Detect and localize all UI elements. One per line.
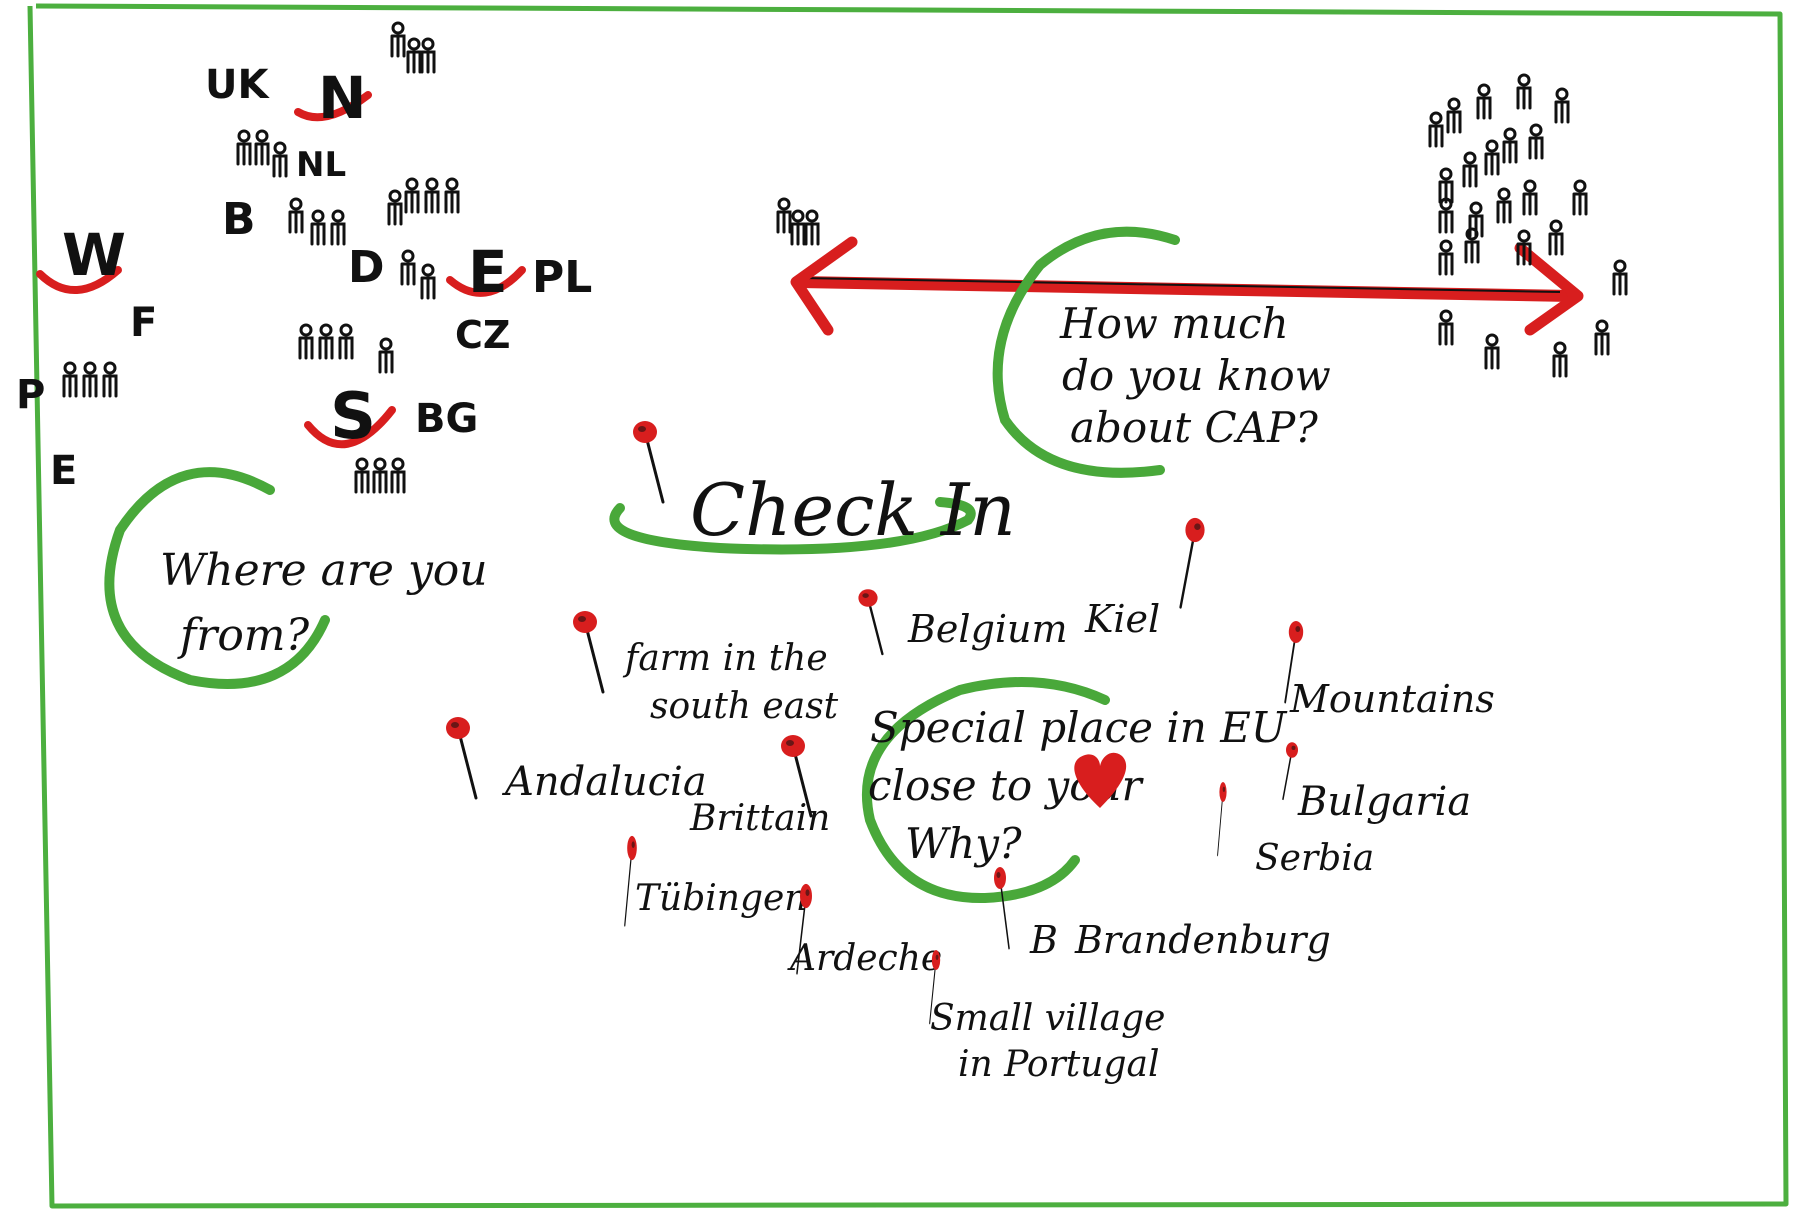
country-nl: NL bbox=[296, 145, 346, 185]
region-mark-north bbox=[294, 91, 372, 122]
origin-map: N W E S UK NL B D F P E PL CZ BG Where a… bbox=[16, 21, 592, 689]
cap-question-line-2: do you know bbox=[1062, 351, 1331, 400]
pin-marker bbox=[992, 865, 1011, 950]
pin-label: Bulgaria bbox=[1297, 779, 1471, 825]
pin-marker bbox=[571, 609, 605, 694]
title-pin bbox=[631, 419, 665, 504]
special-place-question-line-3: Why? bbox=[905, 819, 1022, 868]
special-place-swoosh bbox=[861, 677, 1110, 904]
heart-icon bbox=[1074, 752, 1127, 808]
region-south: S bbox=[330, 380, 376, 454]
check-in-header: Check In bbox=[609, 419, 1016, 555]
arrow-head-right-icon bbox=[1514, 242, 1584, 336]
region-west: W bbox=[62, 221, 126, 289]
region-mark-south bbox=[304, 406, 396, 449]
pin-label: farm in the bbox=[622, 638, 828, 679]
country-e: E bbox=[50, 448, 77, 494]
pin-marker bbox=[1178, 516, 1207, 609]
country-p: P bbox=[16, 372, 45, 418]
pin-marker bbox=[1216, 780, 1228, 857]
cap-question-line-3: about CAP? bbox=[1070, 403, 1318, 452]
knowledge-scale-arrow bbox=[794, 276, 1578, 302]
pin-label: Belgium bbox=[907, 607, 1068, 651]
country-bg: BG bbox=[415, 396, 478, 442]
cap-question-swoosh bbox=[992, 226, 1180, 478]
pin-label: Small village bbox=[930, 998, 1165, 1039]
country-d: D bbox=[348, 242, 385, 293]
origin-question-swoosh bbox=[104, 467, 330, 689]
pin-label: Serbia bbox=[1255, 838, 1374, 879]
title-swoosh bbox=[609, 497, 976, 555]
pin-label: Tübingen bbox=[635, 878, 807, 919]
frame-border bbox=[27, 3, 1789, 1209]
pin-marker bbox=[444, 715, 478, 800]
pin-label: B bbox=[1029, 918, 1058, 962]
pin-marker bbox=[857, 588, 884, 656]
region-mark-east bbox=[446, 266, 526, 297]
pin-label: in Portugal bbox=[958, 1044, 1159, 1085]
pin-label: south east bbox=[650, 686, 839, 727]
page-title: Check In bbox=[690, 468, 1016, 552]
country-b: B bbox=[222, 194, 256, 245]
country-cz: CZ bbox=[455, 313, 510, 357]
pin-label: Ardeche bbox=[787, 938, 942, 979]
region-east: E bbox=[468, 238, 508, 306]
country-pl: PL bbox=[532, 252, 592, 303]
special-place-question-line-1: Special place in EU bbox=[870, 703, 1288, 752]
pin-label: Kiel bbox=[1084, 597, 1160, 641]
pin-label: Brandenburg bbox=[1074, 918, 1331, 962]
pin-label: Mountains bbox=[1289, 677, 1495, 721]
country-f: F bbox=[130, 300, 157, 346]
pin-label: Andalucia bbox=[501, 759, 707, 805]
country-uk: UK bbox=[205, 62, 270, 108]
region-mark-west bbox=[36, 266, 122, 294]
pin-label: Brittain bbox=[689, 798, 830, 839]
origin-question-line-1: Where are you bbox=[160, 545, 488, 596]
cap-question-line-1: How much bbox=[1059, 299, 1289, 348]
special-place-section: Special place in EU close to your Why? f… bbox=[444, 516, 1495, 1085]
region-north: N bbox=[318, 64, 367, 132]
origin-question-line-2: from? bbox=[177, 610, 310, 661]
arrow-head-left-icon bbox=[790, 236, 858, 336]
cap-knowledge-scale: How much do you know about CAP? bbox=[776, 73, 1628, 478]
